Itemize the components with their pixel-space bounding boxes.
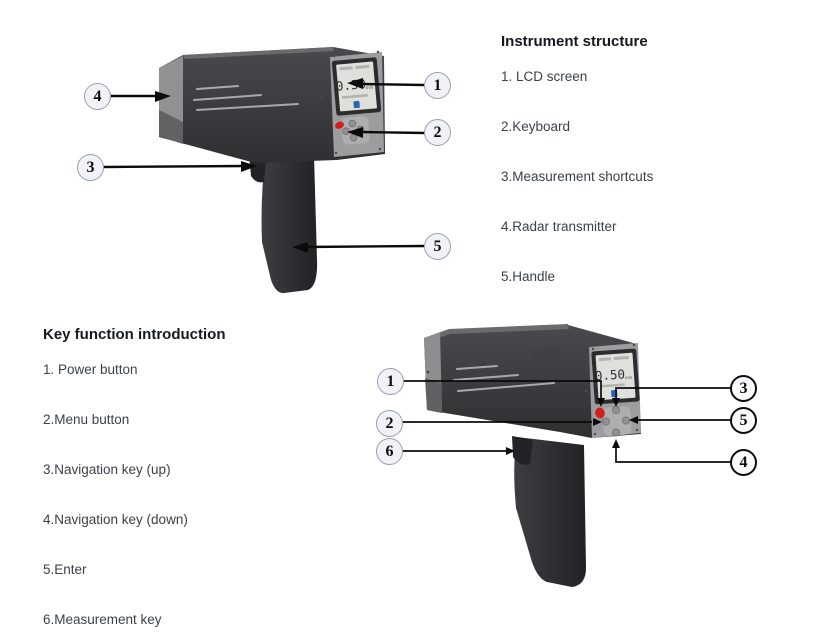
bottom-device-illustration: 0.50 m/s — [424, 324, 641, 587]
list-item: 2.Menu button — [43, 412, 130, 427]
nav-up-button — [612, 405, 621, 414]
bottom-callout-arrowheads — [506, 398, 638, 455]
nav-left-button — [602, 417, 611, 426]
callout-bottom-2: 2 — [376, 410, 403, 437]
list-item: 1. LCD screen — [501, 69, 588, 84]
top-callout-lines — [102, 82, 426, 249]
list-item: 6.Measurement key — [43, 612, 162, 627]
list-item: 4.Radar transmitter — [501, 219, 617, 234]
callout-number: 2 — [433, 123, 442, 141]
lcd-status-bar — [339, 66, 353, 71]
list-item: 4.Navigation key (down) — [43, 512, 188, 527]
section-title: Key function introduction — [43, 326, 226, 343]
top-device-illustration: 0.50 m/s — [159, 47, 385, 294]
lcd-unit: m/s — [625, 375, 633, 381]
body-stripes — [453, 365, 555, 392]
keyboard — [595, 405, 632, 437]
lcd-info-row — [341, 94, 368, 99]
front-lower-shade — [425, 378, 442, 413]
handle — [261, 150, 318, 294]
rear-panel-screws — [584, 343, 639, 436]
callout-number: 6 — [385, 442, 394, 460]
nav-right-button — [622, 416, 631, 425]
handle — [514, 437, 586, 587]
lcd-unit: m/s — [366, 84, 374, 90]
nav-left-button — [342, 127, 350, 135]
front-dot — [426, 370, 430, 374]
callout-number: 1 — [433, 76, 442, 94]
lcd-status-bar — [598, 357, 611, 362]
top-callout-arrowheads — [155, 78, 363, 253]
power-button — [335, 121, 344, 129]
callout-number: 5 — [433, 237, 442, 255]
list-item: 2.Keyboard — [501, 119, 571, 134]
list-item: 3.Measurement shortcuts — [501, 169, 654, 184]
section-title: Instrument structure — [501, 33, 648, 50]
nav-up-button — [348, 119, 357, 128]
callout-number: 5 — [739, 411, 748, 429]
power-button — [595, 407, 605, 419]
list-item: 1. Power button — [43, 362, 138, 377]
top-face-highlight — [424, 324, 569, 342]
lcd-status-bar — [613, 355, 629, 361]
callout-top-4: 4 — [84, 83, 111, 110]
keypad-base — [602, 406, 632, 436]
lcd-icon — [353, 100, 360, 109]
nav-down-button — [612, 428, 621, 437]
lcd-screen-assembly: 0.50 m/s — [591, 348, 640, 405]
list-item: 3.Navigation key (up) — [43, 462, 171, 477]
callout-bottom-5: 5 — [730, 407, 757, 434]
callout-top-1: 1 — [424, 72, 451, 99]
rear-panel-screws — [320, 50, 382, 155]
sight-notch — [533, 347, 561, 364]
callout-number: 2 — [385, 414, 394, 432]
callout-bottom-6: 6 — [376, 438, 403, 465]
callout-number: 3 — [86, 158, 95, 176]
instrument-structure-section: Instrument structure 1. LCD screen 2.Key… — [501, 32, 801, 317]
callout-number: 4 — [93, 87, 102, 105]
front-lower-shade — [159, 110, 183, 144]
key-function-introduction-section: Key function introduction 1. Power butto… — [43, 325, 363, 641]
callout-bottom-4: 4 — [730, 449, 757, 476]
callout-number: 4 — [739, 453, 748, 471]
callout-number: 1 — [386, 372, 395, 390]
trigger — [512, 436, 533, 465]
callout-top-2: 2 — [424, 119, 451, 146]
callout-bottom-1: 1 — [377, 368, 404, 395]
top-face-highlight — [183, 47, 334, 59]
lcd-info-row — [600, 383, 625, 388]
lcd-status-bar — [355, 64, 370, 69]
callout-bottom-3: 3 — [730, 375, 757, 402]
callout-top-3: 3 — [77, 154, 104, 181]
body-stripes — [193, 85, 299, 111]
callout-top-5: 5 — [424, 233, 451, 260]
lcd-reading: 0.50 — [594, 366, 625, 383]
list-item: 5.Enter — [43, 562, 87, 577]
callout-number: 3 — [739, 379, 748, 397]
list-item: 5.Handle — [501, 269, 556, 284]
bottom-callout-lines — [401, 380, 731, 463]
